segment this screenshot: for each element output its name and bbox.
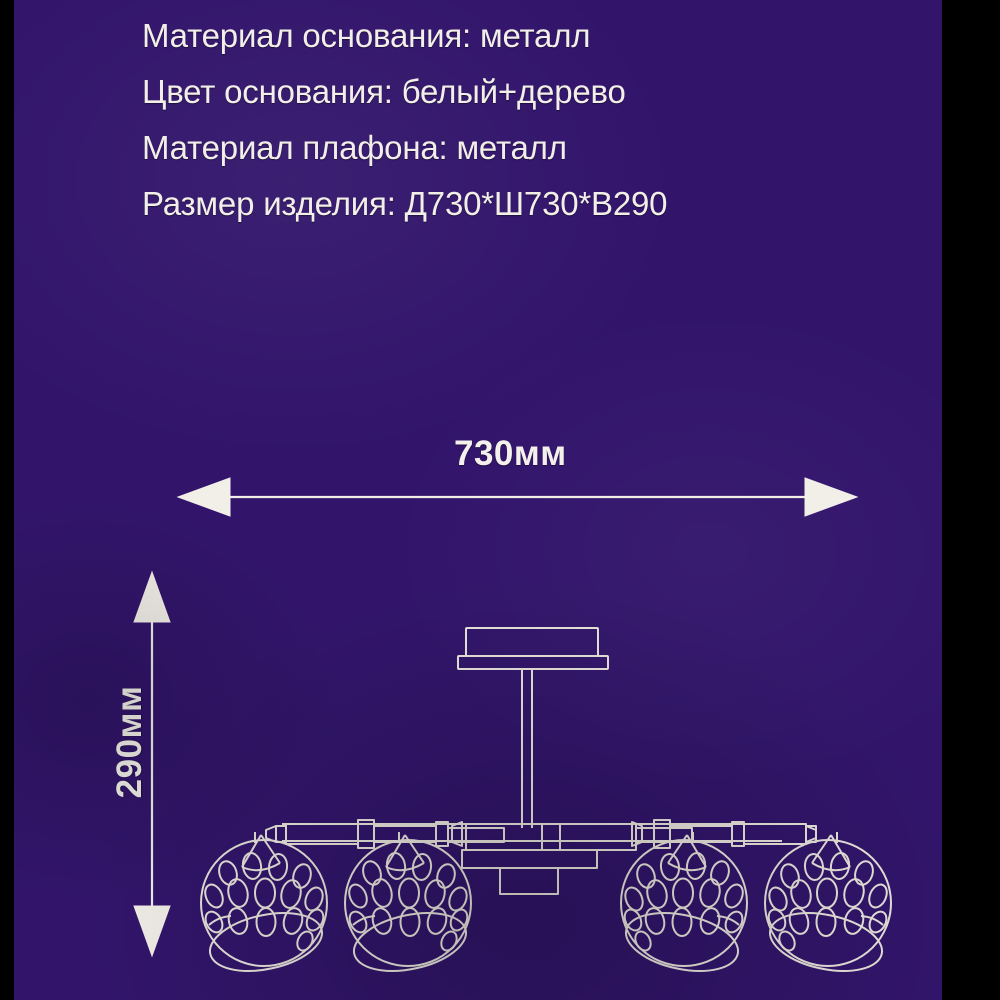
ceiling-plate bbox=[457, 627, 609, 670]
chandelier-drawing bbox=[201, 627, 891, 980]
spec-line-base-color: Цвет основания: белый+дерево bbox=[142, 73, 626, 110]
height-dimension-label: 290мм bbox=[110, 685, 149, 799]
lamp-shade-2 bbox=[345, 831, 471, 980]
center-hub bbox=[461, 849, 598, 895]
width-dimension-label: 730мм bbox=[454, 434, 567, 473]
technical-drawing bbox=[133, 477, 942, 1000]
spec-line-base-material: Материал основания: металл bbox=[142, 17, 591, 54]
lamp-shade-4 bbox=[765, 831, 891, 980]
product-spec-text: Материал основания: металл Цвет основани… bbox=[142, 8, 932, 232]
spec-line-shade-material: Материал плафона: металл bbox=[142, 129, 567, 166]
lamp-shade-1 bbox=[201, 831, 327, 980]
spec-line-product-size: Размер изделия: Д730*Ш730*В290 bbox=[142, 185, 668, 222]
width-dimension-arrow bbox=[176, 477, 859, 517]
center-rod bbox=[521, 668, 533, 828]
lamp-shade-3 bbox=[621, 831, 747, 980]
drawing-canvas: Материал основания: металл Цвет основани… bbox=[14, 0, 942, 1000]
height-dimension-arrow bbox=[133, 570, 171, 958]
